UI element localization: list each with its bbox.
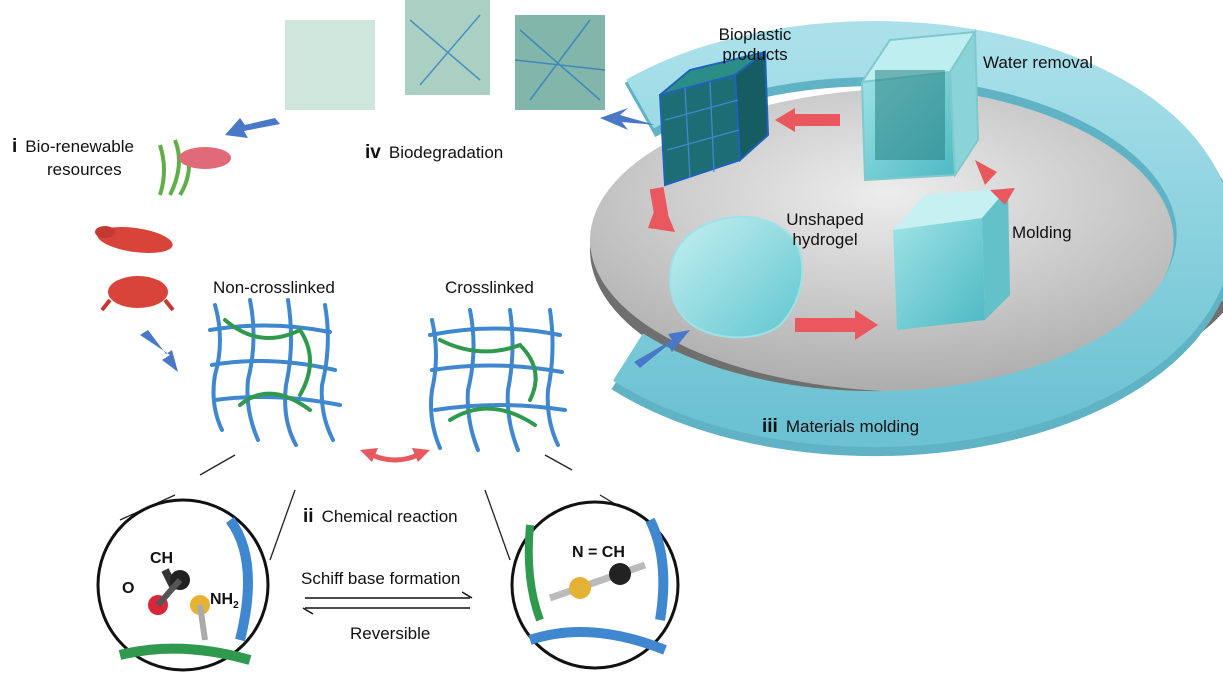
- unshaped-hydrogel-label: Unshaped hydrogel: [770, 210, 880, 250]
- stage-iv-text: Biodegradation: [388, 143, 504, 162]
- left-zoom-circle: [96, 498, 270, 672]
- bioplastic-line1: Bioplastic: [718, 25, 792, 44]
- amine-label: NH2: [210, 590, 239, 616]
- stage-ii-label: ii Chemical reaction: [303, 507, 458, 527]
- water-removal-label: Water removal: [983, 53, 1093, 72]
- stage-ii-numeral: ii: [303, 506, 314, 527]
- non-crosslinked-network: [208, 298, 342, 447]
- crosslinked-label: Crosslinked: [445, 278, 534, 297]
- stage-iv-label: iv Biodegradation: [365, 143, 503, 163]
- non-crosslinked-label: Non-crosslinked: [213, 278, 335, 297]
- stage-iv-numeral: iv: [365, 142, 381, 163]
- imine-label: N = CH: [572, 544, 625, 561]
- bioplastic-products-label: Bioplastic products: [700, 25, 810, 65]
- aldehyde-ch-label: CH: [150, 550, 174, 567]
- stage-ii-text: Chemical reaction: [321, 507, 458, 526]
- stage-i-numeral: i: [12, 136, 18, 157]
- crosslinked-network: [428, 308, 567, 452]
- unshaped-line2: hydrogel: [792, 230, 858, 249]
- right-zoom-circle: [510, 500, 680, 670]
- unshaped-line1: Unshaped: [786, 210, 864, 229]
- molded-hydrogel-cube: [893, 188, 1010, 330]
- stage-iii-numeral: iii: [762, 416, 778, 437]
- amine-nh: NH: [210, 591, 234, 608]
- seaweed-icon: [158, 139, 191, 197]
- reversible-label: Reversible: [350, 624, 431, 643]
- aldehyde-o-label: O: [122, 580, 135, 597]
- stage-iii-text: Materials molding: [785, 417, 920, 436]
- cycle-arrows: [140, 108, 690, 372]
- degrading-cubes: [285, 0, 606, 110]
- molding-arrows: [648, 108, 1015, 340]
- bioplastic-line2: products: [722, 45, 788, 64]
- lobster-icon: [95, 226, 173, 254]
- equilibrium-arrows: [302, 591, 473, 615]
- bioplastic-cube: [658, 50, 770, 187]
- molding-label: Molding: [1012, 223, 1072, 242]
- unshaped-hydrogel: [669, 215, 804, 339]
- sea-cucumber-icon: [179, 147, 231, 169]
- stage-i-label: i Bio-renewable: [12, 137, 134, 157]
- water-removal-cube: [859, 28, 980, 182]
- stage-i-text: Bio-renewable: [25, 137, 134, 156]
- network-reversible-arrow: [360, 448, 430, 463]
- crab-icon: [100, 276, 175, 312]
- cycle-ring: [611, 21, 1223, 457]
- stage-iii-label: iii Materials molding: [762, 417, 919, 437]
- schiff-base-label: Schiff base formation: [301, 569, 461, 588]
- stage-i-text-line2: resources: [47, 160, 122, 179]
- amine-subscript: 2: [233, 600, 239, 612]
